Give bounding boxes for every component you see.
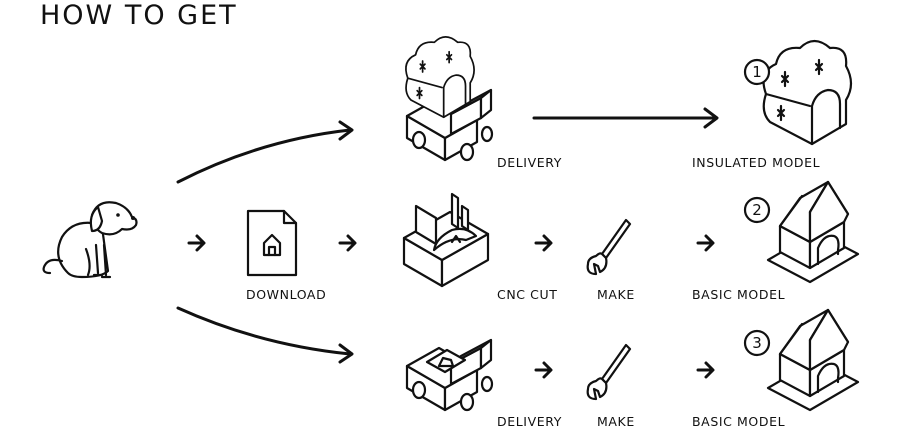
- arrow-icon: [696, 234, 715, 252]
- svg-text:1: 1: [752, 63, 762, 81]
- doghouse-icon: [766, 308, 860, 412]
- page-title: HOW TO GET: [40, 0, 238, 31]
- insulated-doghouse-icon: [762, 39, 853, 146]
- label-delivery-bottom: DELIVERY: [497, 414, 562, 429]
- arrow-icon: [696, 361, 715, 379]
- delivery-truck-icon: [405, 36, 494, 162]
- option-number-1: 1: [743, 58, 771, 86]
- cnc-machine-icon: [402, 192, 490, 288]
- file-house-icon: [246, 209, 298, 277]
- delivery-truck-icon: [405, 338, 494, 412]
- label-make-mid: MAKE: [597, 287, 635, 302]
- arrow-icon: [534, 361, 553, 379]
- arrow-icon: [338, 234, 357, 252]
- branch-bottom-line: [176, 306, 352, 356]
- long-arrow-head: [703, 107, 719, 129]
- branch-top-line: [176, 128, 352, 184]
- branch-top-arrowhead: [338, 120, 354, 141]
- svg-text:2: 2: [752, 201, 762, 219]
- dog-icon: [42, 201, 138, 279]
- label-delivery-top: DELIVERY: [497, 155, 562, 170]
- wrench-icon: [586, 343, 632, 401]
- branch-bottom-arrowhead: [338, 343, 354, 364]
- label-make-bottom: MAKE: [597, 414, 635, 429]
- label-download: DOWNLOAD: [246, 287, 327, 302]
- label-basic-model-mid: BASIC MODEL: [692, 287, 786, 302]
- label-insulated-model: INSULATED MODEL: [692, 155, 821, 170]
- doghouse-icon: [766, 180, 860, 284]
- option-number-2: 2: [743, 196, 771, 224]
- option-number-3: 3: [743, 329, 771, 357]
- wrench-icon: [586, 218, 632, 276]
- arrow-icon: [187, 234, 206, 252]
- arrow-icon: [534, 234, 553, 252]
- svg-text:3: 3: [752, 334, 762, 352]
- label-basic-model-bottom: BASIC MODEL: [692, 414, 786, 429]
- label-cnc-cut: CNC CUT: [497, 287, 558, 302]
